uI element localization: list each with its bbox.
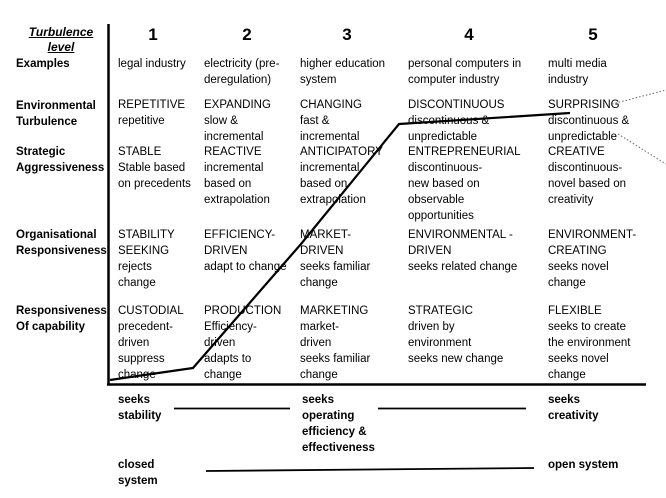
examples-cell-1: legal industry — [118, 58, 186, 70]
turbulence-cell-3: CHANGING fast & incremental — [300, 99, 362, 143]
turbulence-cell-2: EXPANDING slow & incremental — [204, 99, 271, 143]
row-label-environmental-turbulence: Environmental Turbulence — [16, 100, 96, 128]
row-label-strategic-aggressiveness: Strategic Aggressiveness — [16, 146, 105, 174]
aggressiveness-cell-5: CREATIVE discontinuous- novel based on c… — [548, 146, 627, 206]
seeks-efficiency-label: seeks operating efficiency & effectivene… — [302, 394, 375, 454]
level-number-1: 1 — [148, 25, 158, 44]
row-label-responsiveness-of-capability: Responsiveness Of capability — [16, 305, 107, 333]
open-system-label: open system — [548, 459, 619, 471]
aggressiveness-cell-1: STABLE Stable based on precedents — [118, 146, 191, 190]
level-number-3: 3 — [342, 25, 352, 44]
row-label-organisational-responsiveness: Organisational Responsiveness — [16, 229, 107, 257]
examples-cell-5: multi media industry — [548, 58, 607, 86]
aggressiveness-cell-4: ENTREPRENEURIAL discontinuous- new based… — [408, 146, 521, 222]
examples-cell-2: electricity (pre- deregulation) — [204, 58, 280, 86]
capability-cell-1: CUSTODIAL precedent- driven suppress cha… — [118, 305, 184, 381]
level-number-4: 4 — [464, 25, 474, 44]
responsiveness-cell-5: ENVIRONMENT- CREATING seeks novel change — [548, 229, 637, 289]
closed-system-label: closed system — [118, 459, 158, 487]
aggressiveness-cell-3: ANTICIPATORY incremental based on extrap… — [300, 146, 383, 206]
responsiveness-cell-2: EFFICIENCY- DRIVEN adapt to change — [204, 229, 287, 273]
turbulence-cell-1: REPETITIVE repetitive — [118, 99, 186, 127]
responsiveness-cell-3: MARKET- DRIVEN seeks familiar change — [300, 229, 371, 289]
responsiveness-cell-4: ENVIRONMENTAL - DRIVEN seeks related cha… — [408, 229, 518, 273]
examples-cell-4: personal computers in computer industry — [408, 58, 522, 86]
aggressiveness-cell-2: REACTIVE incremental based on extrapolat… — [204, 146, 270, 206]
level-number-5: 5 — [588, 25, 598, 44]
examples-cell-3: higher education system — [300, 58, 386, 86]
turbulence-cell-5: SURPRISING discontinuous & unpredictable — [548, 99, 630, 143]
turbulence-cell-4: DISCONTINUOUS discontinuous & unpredicta… — [408, 99, 505, 143]
capability-cell-3: MARKETING market- driven seeks familiar … — [300, 305, 371, 381]
turbulence-level-title: Turbulence level — [28, 25, 94, 54]
capability-cell-4: STRATEGIC driven by environment seeks ne… — [408, 305, 504, 365]
connector-closed-open-system — [205, 467, 535, 472]
seeks-creativity-label: seeks creativity — [548, 394, 599, 422]
responsiveness-cell-1: STABILITY SEEKING rejects change — [118, 229, 175, 289]
seeks-stability-label: seeks stability — [118, 394, 162, 422]
capability-cell-2: PRODUCTION Efficiency- driven adapts to … — [204, 305, 282, 381]
level-number-2: 2 — [242, 25, 252, 44]
row-label-examples: Examples — [16, 58, 70, 70]
capability-cell-5: FLEXIBLE seeks to create the environment… — [548, 305, 631, 381]
